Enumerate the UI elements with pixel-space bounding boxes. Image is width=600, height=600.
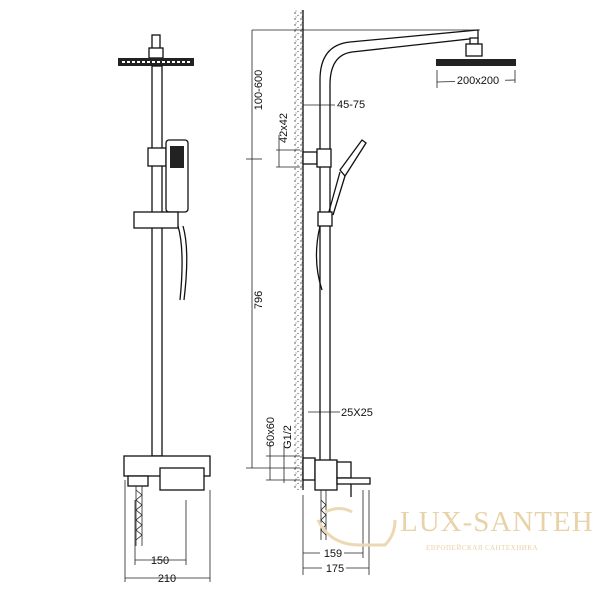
slide-clamp bbox=[133, 211, 179, 229]
head-swivel bbox=[465, 43, 483, 57]
lower-hose bbox=[135, 486, 143, 546]
dim-overall-projection: 175 bbox=[326, 563, 344, 575]
mixer-body-side bbox=[314, 459, 338, 491]
dim-pipe-section: 25X25 bbox=[341, 407, 373, 419]
watermark-bathtub-logo bbox=[316, 507, 397, 547]
shower-arm bbox=[319, 29, 479, 470]
dim-rail-height: 796 bbox=[253, 291, 265, 309]
dim-inlet-spacing: 150 bbox=[151, 555, 169, 567]
dim-spout-projection: 159 bbox=[324, 548, 342, 560]
dim-head-height: 100-600 bbox=[253, 70, 265, 110]
slide-clamp-side bbox=[317, 211, 333, 227]
dim-thread: G1/2 bbox=[282, 425, 294, 449]
watermark-brand: LUX-SANTEH bbox=[400, 506, 594, 538]
front-view: 150 210 bbox=[118, 34, 211, 585]
side-view: 100-600 796 42x42 45-75 200x200 25X25 60… bbox=[246, 10, 516, 575]
rain-shower-head bbox=[118, 58, 194, 66]
shower-pole bbox=[151, 65, 163, 457]
wall-mount bbox=[302, 457, 316, 481]
spout bbox=[336, 477, 371, 485]
dim-mount-plate: 60x60 bbox=[265, 417, 277, 447]
head-connector bbox=[151, 34, 161, 50]
mixer-lever bbox=[159, 467, 205, 491]
rain-shower-head-side bbox=[436, 59, 516, 66]
hand-shower-face bbox=[170, 146, 184, 168]
dim-wall-offset: 45-75 bbox=[337, 99, 365, 111]
handshower-holder bbox=[147, 147, 167, 167]
dim-overall-width: 210 bbox=[158, 573, 176, 585]
watermark-tagline: ЕВРОПЕЙСКАЯ САНТЕХНИКА bbox=[426, 544, 539, 552]
dim-clamp-size: 42x42 bbox=[278, 113, 290, 143]
mixer-handle bbox=[336, 461, 352, 479]
dim-head-size: 200x200 bbox=[457, 75, 499, 87]
wall-bracket bbox=[302, 151, 318, 165]
wall bbox=[293, 10, 303, 490]
head-nut bbox=[148, 47, 164, 59]
shower-hose bbox=[177, 225, 188, 301]
hand-shower-side bbox=[339, 139, 367, 178]
hose-connector bbox=[127, 475, 149, 487]
